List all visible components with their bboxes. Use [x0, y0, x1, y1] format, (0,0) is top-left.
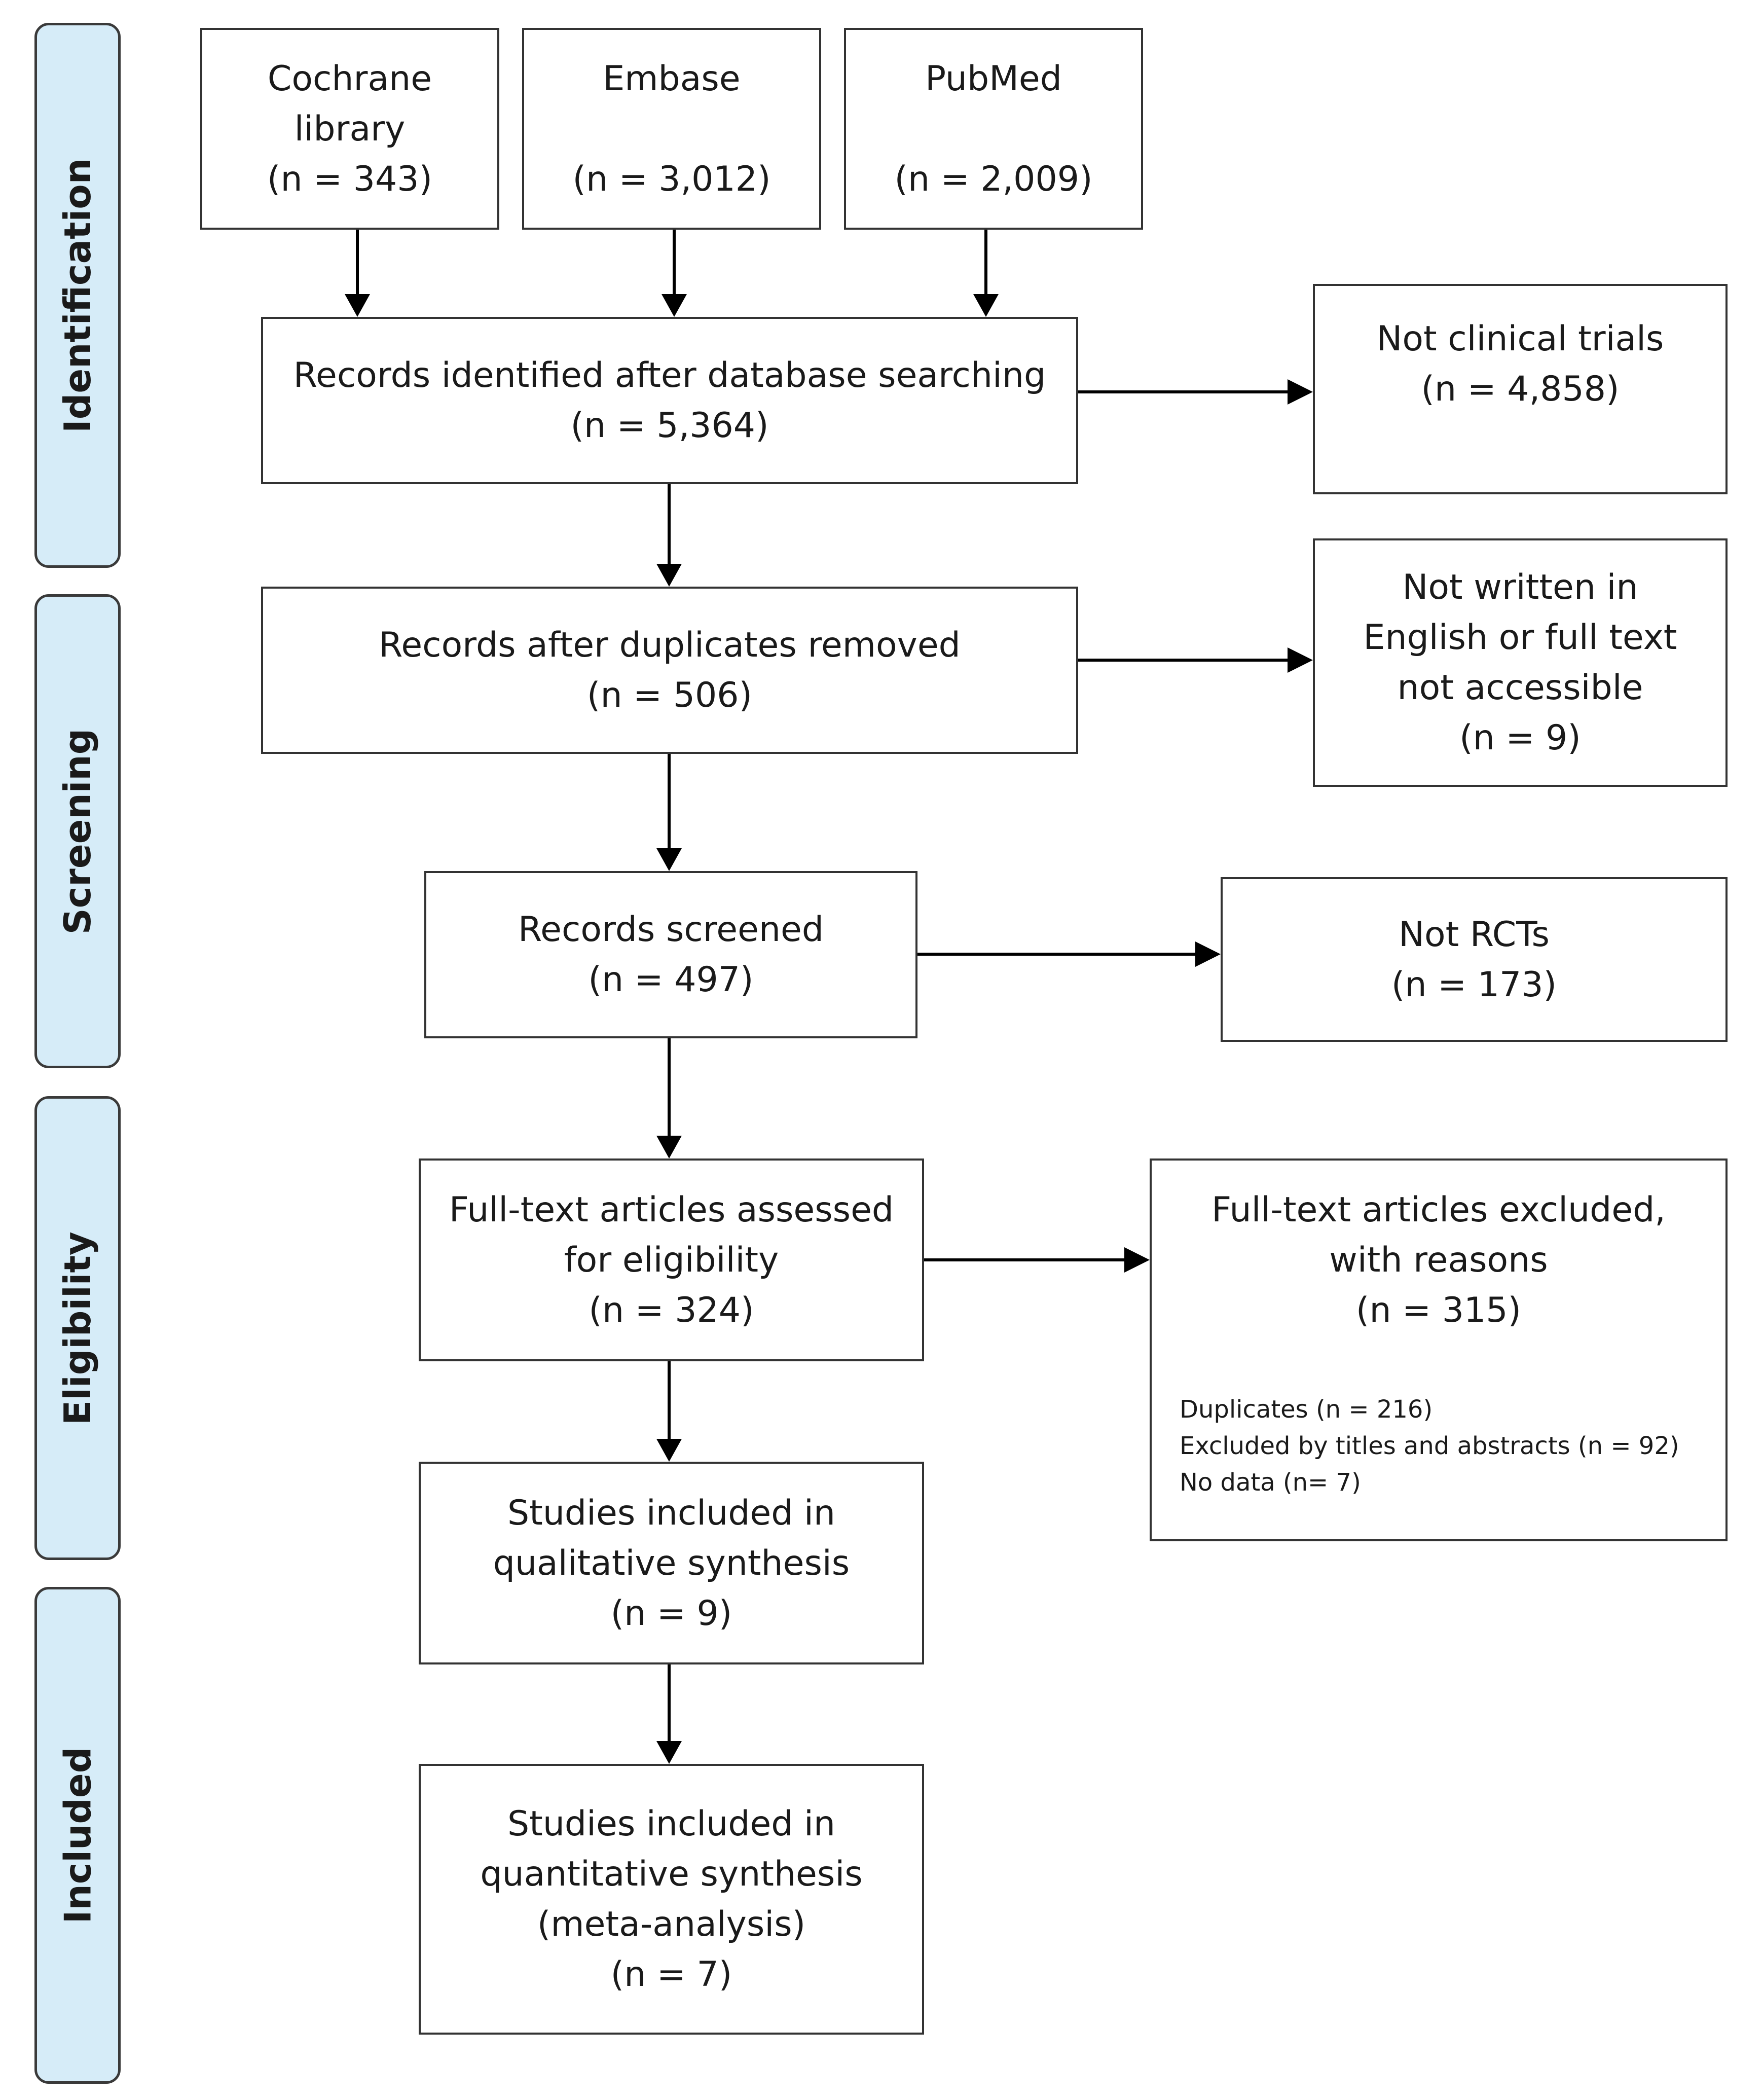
quantitative-synthesis-box: Studies included in quantitative synthes… — [419, 1764, 924, 2035]
box-label: Studies included in — [507, 1804, 835, 1844]
arrowhead — [973, 294, 999, 317]
box-label: quantitative synthesis — [480, 1854, 863, 1894]
arrowhead — [662, 294, 687, 317]
box-label: Not RCTs — [1399, 914, 1550, 955]
records-screened-box: Records screened (n = 497) — [424, 871, 917, 1038]
arrowhead — [656, 1439, 682, 1462]
box-label: Records identified after database search… — [293, 355, 1046, 395]
box-count: (n = 9) — [610, 1593, 732, 1634]
source-count: (n = 2,009) — [894, 159, 1093, 199]
box-count: (n = 324) — [589, 1290, 754, 1330]
source-count: (n = 3,012) — [572, 159, 771, 199]
box-count: (n = 4,858) — [1421, 369, 1620, 409]
records-identified-box: Records identified after database search… — [261, 317, 1078, 484]
arrowhead — [345, 294, 370, 317]
arrowhead — [656, 1741, 682, 1764]
qualitative-synthesis-box: Studies included in qualitative synthesi… — [419, 1462, 924, 1664]
source-count: (n = 343) — [267, 159, 433, 199]
source-embase-box: Embase (n = 3,012) — [522, 28, 821, 230]
arrowhead — [656, 848, 682, 871]
box-label: Full-text articles excluded, — [1211, 1190, 1666, 1230]
arrowhead — [656, 564, 682, 587]
records-deduplicated-box: Records after duplicates removed (n = 50… — [261, 587, 1078, 754]
box-label: Full-text articles assessed — [449, 1189, 894, 1230]
arrowhead — [1288, 379, 1313, 405]
box-label: Not written in — [1402, 567, 1638, 607]
source-name: Embase — [603, 58, 741, 99]
source-name: library — [294, 108, 406, 149]
arrowhead — [1124, 1247, 1150, 1273]
stage-eligibility: Eligibility — [34, 1096, 121, 1560]
source-pubmed-box: PubMed (n = 2,009) — [844, 28, 1143, 230]
box-label: qualitative synthesis — [493, 1543, 850, 1583]
box-count: (n = 506) — [586, 675, 753, 715]
box-label: with reasons — [1329, 1240, 1548, 1280]
fulltext-excluded-box: Full-text articles excluded, with reason… — [1150, 1158, 1728, 1541]
source-cochrane-box: Cochrane library (n = 343) — [200, 28, 499, 230]
box-count: (n = 173) — [1391, 964, 1557, 1005]
stage-identification: Identification — [34, 23, 121, 568]
box-label: English or full text — [1363, 618, 1677, 658]
box-label: Studies included in — [507, 1493, 835, 1533]
box-label: not accessible — [1397, 668, 1643, 708]
box-count: (n = 9) — [1459, 718, 1581, 758]
arrowhead — [1288, 647, 1313, 673]
stage-screening: Screening — [34, 594, 121, 1068]
excluded-not-clinical-box: Not clinical trials (n = 4,858) — [1313, 284, 1728, 494]
box-count: (n = 497) — [588, 960, 754, 1000]
box-label: (meta-analysis) — [537, 1904, 806, 1944]
box-count: (n = 315) — [1355, 1290, 1522, 1330]
fulltext-assessed-box: Full-text articles assessed for eligibil… — [419, 1158, 924, 1361]
exclusion-reasons-list: Duplicates (n = 216) Excluded by titles … — [1152, 1391, 1725, 1501]
reason-item: No data (n= 7) — [1180, 1468, 1361, 1497]
arrowhead — [656, 1136, 682, 1158]
box-count: (n = 5,364) — [570, 406, 769, 446]
reason-item: Duplicates (n = 216) — [1180, 1395, 1433, 1424]
source-name: Cochrane — [267, 58, 432, 99]
box-label: Records screened — [518, 910, 824, 950]
reason-item: Excluded by titles and abstracts (n = 92… — [1180, 1432, 1679, 1460]
stage-included: Included — [34, 1587, 121, 2084]
excluded-not-english-box: Not written in English or full text not … — [1313, 538, 1728, 787]
excluded-not-rct-box: Not RCTs (n = 173) — [1221, 877, 1728, 1042]
arrowhead — [1195, 942, 1221, 967]
box-label: Not clinical trials — [1376, 319, 1664, 359]
source-name: PubMed — [925, 58, 1062, 99]
box-label: Records after duplicates removed — [379, 625, 961, 665]
box-label: for eligibility — [564, 1240, 779, 1280]
box-count: (n = 7) — [610, 1954, 732, 1995]
